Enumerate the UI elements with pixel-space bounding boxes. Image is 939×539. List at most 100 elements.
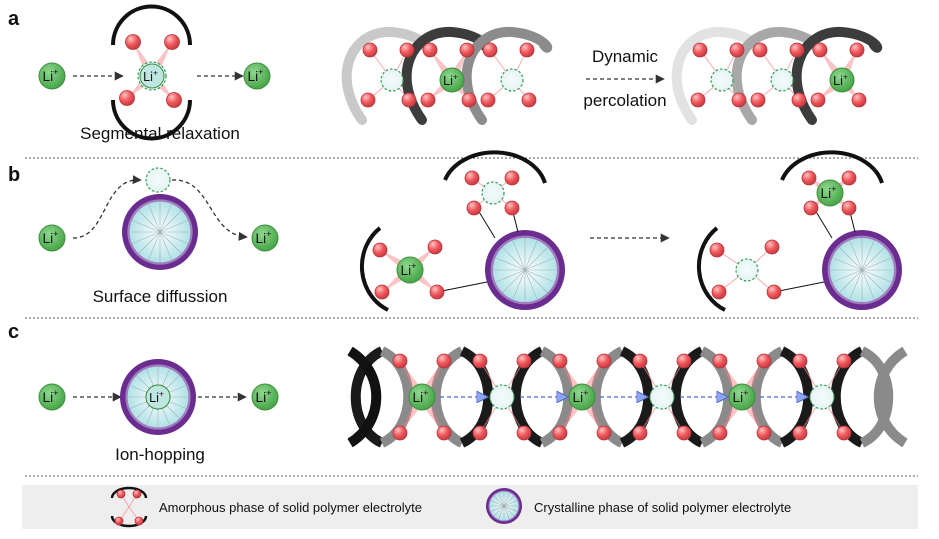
coordination-site	[504, 170, 520, 186]
coordination-site	[729, 42, 745, 58]
li-ion-label: Li+	[573, 388, 589, 405]
legend: Amorphous phase of solid polymer electro…	[22, 485, 918, 529]
li-ion-label: Li+	[43, 388, 59, 405]
crystal-spoke	[148, 231, 161, 261]
coordination-site	[480, 92, 496, 108]
crystal-spoke	[861, 269, 885, 293]
coordination-site	[392, 425, 408, 441]
legend-amorphous-icon	[110, 486, 148, 528]
polymer-arc	[347, 346, 382, 448]
lithium-ions: Li+Li+Li+Li+Li+Li+Li+Li+	[38, 62, 279, 411]
coordination-site	[392, 353, 408, 369]
polymer-arc	[379, 346, 414, 448]
legend-crystalline-label: Crystalline phase of solid polymer elect…	[534, 500, 791, 515]
coordination-site	[766, 284, 782, 300]
polymer-chain-segment	[461, 26, 553, 125]
coordination-site	[836, 425, 852, 441]
coordination-site	[789, 42, 805, 58]
li-ion-label: Li+	[143, 68, 158, 84]
li-ion: Li+	[38, 224, 66, 252]
coordination-site	[374, 284, 390, 300]
coordination-site	[119, 90, 135, 106]
vacant-site	[710, 68, 734, 92]
coordination-site	[461, 92, 477, 108]
amorphous-arc	[780, 150, 884, 184]
coordination-site	[360, 92, 376, 108]
polymer-arc	[670, 346, 705, 448]
coordination-site	[756, 425, 772, 441]
panel-c-caption: Ion-hopping	[115, 445, 205, 464]
anchor-bond	[477, 209, 496, 239]
crystal-spoke	[159, 231, 189, 244]
crystal-spoke	[503, 505, 518, 512]
crystal-spoke	[138, 210, 161, 233]
coordination-site	[712, 353, 728, 369]
legend-arc-top	[110, 486, 148, 499]
polymer-helix-after: Li+	[671, 26, 883, 125]
crystal-spoke	[832, 257, 863, 271]
li-ion-label: Li+	[401, 261, 417, 278]
surface-diffusion-before: Li+	[359, 150, 565, 312]
vacant-site	[649, 384, 675, 410]
li-ion-body	[243, 62, 271, 90]
crystal-spoke	[159, 231, 182, 254]
amorphous-arc	[696, 226, 726, 312]
coordination-site	[731, 92, 747, 108]
crystal-spoke	[524, 269, 555, 283]
coordination-site	[516, 353, 532, 369]
crystal-spoke	[503, 505, 515, 517]
coordination-site	[516, 425, 532, 441]
coordination-site	[632, 425, 648, 441]
coordination-site	[709, 242, 725, 258]
polymer-arc	[430, 346, 465, 448]
coordination-site	[372, 242, 388, 258]
polymer-arc	[873, 346, 908, 448]
li-ion: Li+	[439, 67, 465, 93]
legend-crystalline-icon	[486, 488, 522, 524]
coordination-site	[459, 42, 475, 58]
li-ion-label: Li+	[733, 388, 749, 405]
li-ion-body	[829, 67, 855, 93]
crystal-spoke	[861, 269, 892, 283]
li-ion: Li+	[568, 383, 596, 411]
li-ion: Li+	[139, 63, 165, 89]
vacant-site	[770, 68, 794, 92]
legend-background	[22, 485, 918, 529]
crystal-spoke	[503, 495, 515, 507]
coordination-site	[436, 353, 452, 369]
dynamic-label: Dynamic	[592, 47, 659, 66]
crystal-spoke	[498, 492, 505, 507]
polymer-arc	[830, 346, 865, 448]
li-ion-body	[251, 383, 279, 411]
crystal-spoke	[148, 203, 161, 233]
coordination-site	[792, 353, 808, 369]
coordination-site	[521, 92, 537, 108]
coordination-site	[676, 425, 692, 441]
panel-a: Segmental relaxation Li+ Dynamic percola…	[73, 4, 883, 143]
coordination-site	[791, 92, 807, 108]
coordination-site	[552, 425, 568, 441]
li-ion-body	[145, 384, 171, 410]
crystal-spoke	[502, 247, 526, 271]
legend-amorphous-label: Amorphous phase of solid polymer electro…	[159, 500, 422, 515]
li-ion-label: Li+	[413, 388, 429, 405]
crystal-spoke	[839, 269, 863, 293]
li-ion-body	[38, 224, 66, 252]
li-ion: Li+	[816, 179, 844, 207]
li-ion-body	[38, 62, 66, 90]
crystal-spoke	[495, 257, 526, 271]
vacant-site	[380, 68, 404, 92]
coordination-site	[466, 200, 482, 216]
crystal-spoke	[502, 269, 526, 293]
coordination-site	[676, 353, 692, 369]
coordination-site	[849, 42, 865, 58]
li-ion-body	[439, 67, 465, 93]
li-ion-label: Li+	[256, 388, 272, 405]
amorphous-arc	[359, 226, 389, 312]
crystal-spoke	[131, 231, 161, 244]
li-ion: Li+	[38, 62, 66, 90]
crystal-spoke	[524, 257, 555, 271]
coordination-site	[810, 92, 826, 108]
coordination-site	[552, 353, 568, 369]
coordination-site	[851, 92, 867, 108]
